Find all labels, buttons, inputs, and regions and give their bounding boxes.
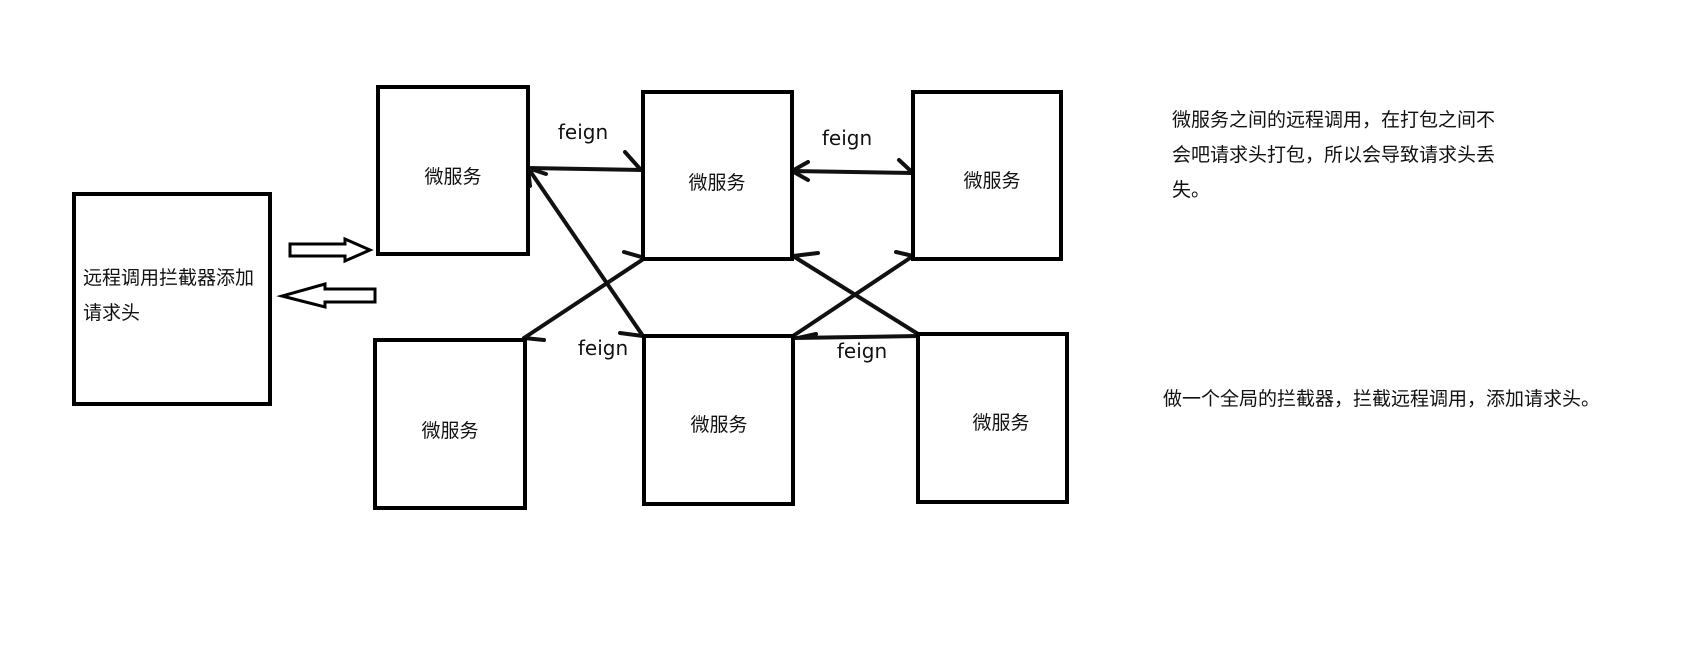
solution-note-text: 做一个全局的拦截器，拦截远程调用，添加请求头。 xyxy=(1163,388,1601,410)
interceptor-box: 远程调用拦截器添加 请求头 xyxy=(72,192,272,406)
node-bottom-mid-label: 微服务 xyxy=(690,414,747,436)
node-bottom-right: 微服务 xyxy=(916,332,1069,504)
edge-top-mid-to-bottom-right xyxy=(791,251,920,336)
interceptor-label-line2: 请求头 xyxy=(83,302,140,324)
node-bottom-right-label: 微服务 xyxy=(972,412,1029,434)
edge-bottom-mid-to-top-right xyxy=(791,250,915,338)
request-arrow-right xyxy=(288,236,374,264)
node-top-right: 微服务 xyxy=(911,90,1063,261)
node-top-left-label: 微服务 xyxy=(424,166,481,188)
problem-note-line1: 微服务之间的远程调用，在打包之间不 xyxy=(1172,109,1496,131)
edge-top-left-mid xyxy=(526,150,643,172)
node-bottom-left-label: 微服务 xyxy=(421,420,478,442)
edge-label-bottom-left-mid: feign xyxy=(578,336,628,360)
edge-label-top-left-mid: feign xyxy=(558,120,608,144)
problem-note-line2: 会吧请求头打包，所以会导致请求头丢 xyxy=(1172,144,1496,166)
problem-note: 微服务之间的远程调用，在打包之间不 会吧请求头打包，所以会导致请求头丢 失。 xyxy=(1172,103,1495,208)
node-top-mid-label: 微服务 xyxy=(688,172,745,194)
node-top-right-label: 微服务 xyxy=(963,170,1020,192)
edge-top-mid-right xyxy=(787,158,915,182)
node-top-left: 微服务 xyxy=(376,85,530,256)
node-top-mid: 微服务 xyxy=(641,90,794,261)
edge-label-top-mid-right: feign xyxy=(822,126,872,150)
edge-bottom-mid-right xyxy=(791,332,920,340)
interceptor-label-line1: 远程调用拦截器添加 xyxy=(83,267,254,289)
node-bottom-mid: 微服务 xyxy=(642,334,795,506)
edge-bottom-left-to-top-mid xyxy=(522,250,647,342)
node-bottom-left: 微服务 xyxy=(373,338,527,510)
problem-note-line3: 失。 xyxy=(1172,179,1211,201)
edge-label-bottom-mid-right: feign xyxy=(837,339,887,363)
solution-note: 做一个全局的拦截器，拦截远程调用，添加请求头。 xyxy=(1163,382,1600,417)
response-arrow-left xyxy=(276,282,377,309)
